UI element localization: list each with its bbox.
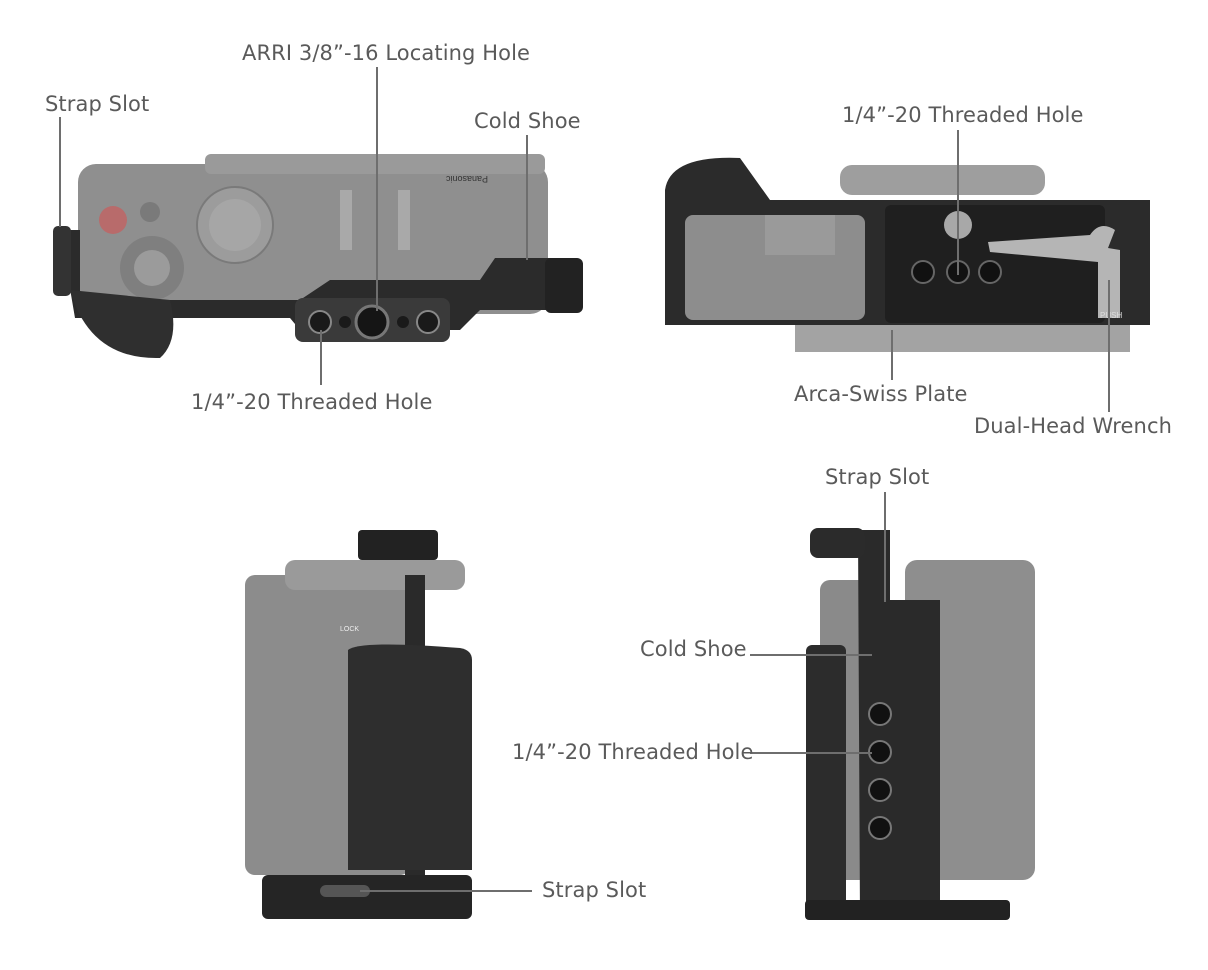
grip-side-view xyxy=(245,530,472,919)
dual-head-wrench-label: Dual-Head Wrench xyxy=(974,414,1173,438)
strap-slot-label: Strap Slot xyxy=(542,878,647,902)
lock-text: LOCK xyxy=(340,626,359,633)
leader-arri-hole xyxy=(376,67,378,311)
arca-swiss-plate-label: Arca-Swiss Plate xyxy=(794,382,968,406)
arri-locating-hole-label: ARRI 3/8”-16 Locating Hole xyxy=(242,41,531,65)
strap-slot-label: Strap Slot xyxy=(45,92,150,116)
port-side-view xyxy=(805,528,1035,920)
strap-slot-label: Strap Slot xyxy=(825,465,930,489)
threaded-hole-label: 1/4”-20 Threaded Hole xyxy=(191,390,433,414)
top-view-camera xyxy=(53,154,583,359)
leader-cold-shoe-tl xyxy=(526,135,528,260)
cold-shoe-label: Cold Shoe xyxy=(474,109,581,133)
leader-strap-slot-tl xyxy=(59,117,61,227)
cold-shoe-label: Cold Shoe xyxy=(640,637,747,661)
leader-threaded-hole-tr xyxy=(957,130,959,275)
leader-arca-plate xyxy=(891,330,893,380)
leader-strap-slot-br xyxy=(884,492,886,602)
brand-text: Panasonic xyxy=(445,174,488,184)
threaded-hole-label: 1/4”-20 Threaded Hole xyxy=(842,103,1084,127)
leader-threaded-hole-br xyxy=(750,752,872,754)
threaded-hole-label: 1/4”-20 Threaded Hole xyxy=(512,740,754,764)
leader-cold-shoe-br xyxy=(750,654,872,656)
leader-strap-slot-bl xyxy=(360,890,532,892)
leader-threaded-hole-tl xyxy=(320,330,322,385)
bottom-view-camera xyxy=(665,157,1150,352)
leader-wrench xyxy=(1108,280,1110,412)
push-text: PUSH xyxy=(1100,311,1122,320)
